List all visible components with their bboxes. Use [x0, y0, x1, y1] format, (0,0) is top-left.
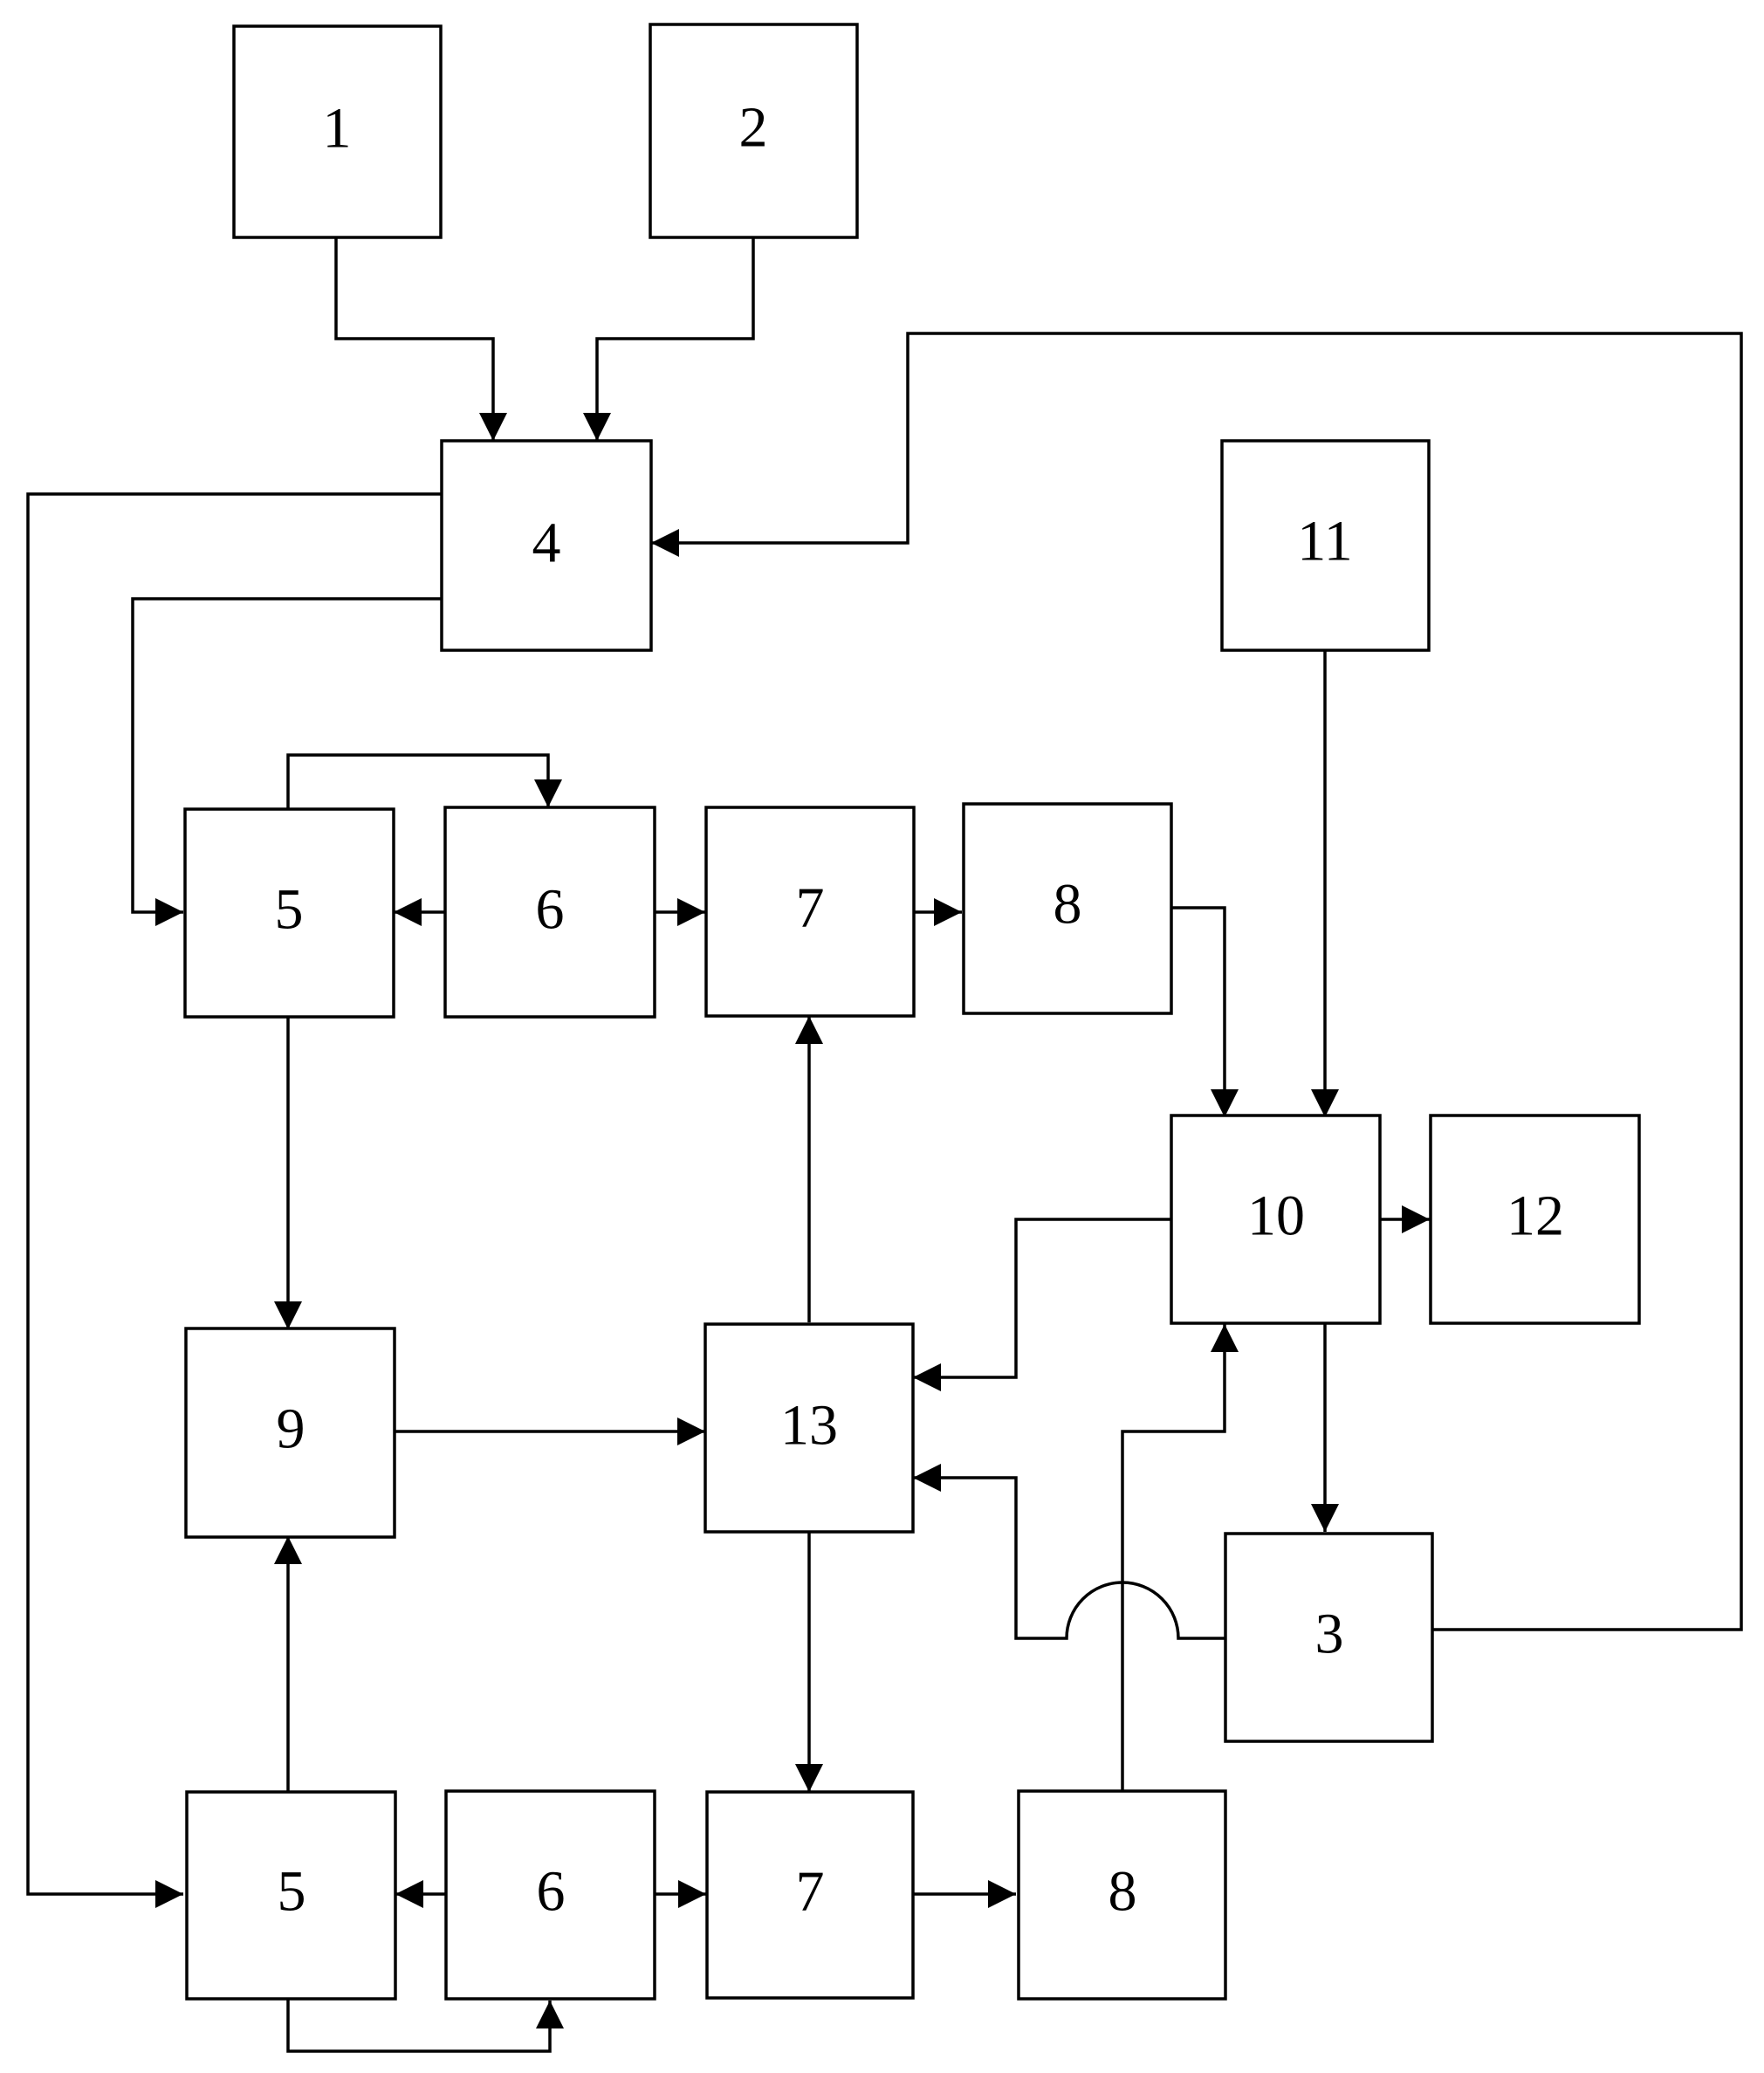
block-13-label: 13: [780, 1394, 838, 1458]
wire-2-to-4: [597, 237, 753, 441]
block-7-bottom: 7: [707, 1792, 913, 1998]
block-6-top-label: 6: [536, 878, 565, 942]
block-2: 2: [650, 24, 857, 237]
block-3-label: 3: [1315, 1603, 1344, 1666]
block-9-label: 9: [277, 1397, 305, 1461]
block-11-label: 11: [1297, 510, 1353, 573]
wire-5-to-6-top: [288, 755, 548, 809]
wire-8-top-to-10: [1171, 908, 1225, 1117]
block-7-top-label: 7: [796, 876, 825, 940]
block-4: 4: [442, 441, 651, 650]
block-12-label: 12: [1507, 1184, 1564, 1248]
block-6-top: 6: [445, 807, 655, 1017]
block-9: 9: [186, 1328, 395, 1537]
block-5-top: 5: [185, 809, 394, 1017]
block-10: 10: [1171, 1115, 1380, 1323]
wire-3-to-13: [913, 1478, 1225, 1638]
block-8-bottom: 8: [1019, 1791, 1225, 1999]
block-10-label: 10: [1247, 1184, 1305, 1248]
block-7-bottom-label: 7: [796, 1860, 825, 1924]
wire-10-to-13: [913, 1219, 1171, 1377]
blocks: 1 2 4 11 5 6 7 8: [185, 24, 1639, 1999]
block-5-bottom-label: 5: [278, 1860, 306, 1924]
block-8-top: 8: [964, 804, 1171, 1013]
block-5-top-label: 5: [275, 878, 304, 942]
wire-4-to-5-bottom: [28, 494, 442, 1894]
block-1-label: 1: [323, 97, 352, 161]
wire-8-bottom-to-10: [1122, 1324, 1225, 1791]
block-11: 11: [1222, 441, 1429, 650]
block-13: 13: [705, 1324, 913, 1532]
block-1: 1: [234, 26, 441, 237]
block-12: 12: [1431, 1115, 1639, 1323]
block-8-top-label: 8: [1054, 873, 1082, 937]
wire-1-to-4: [336, 237, 493, 441]
block-2-label: 2: [739, 96, 768, 160]
block-8-bottom-label: 8: [1109, 1860, 1137, 1924]
wire-5-to-6-bottom: [288, 1999, 550, 2051]
block-6-bottom: 6: [446, 1791, 655, 1999]
block-4-label: 4: [532, 511, 561, 575]
block-7-top: 7: [706, 807, 914, 1016]
block-6-bottom-label: 6: [537, 1860, 566, 1924]
block-3: 3: [1225, 1534, 1432, 1741]
block-5-bottom: 5: [187, 1792, 395, 1999]
